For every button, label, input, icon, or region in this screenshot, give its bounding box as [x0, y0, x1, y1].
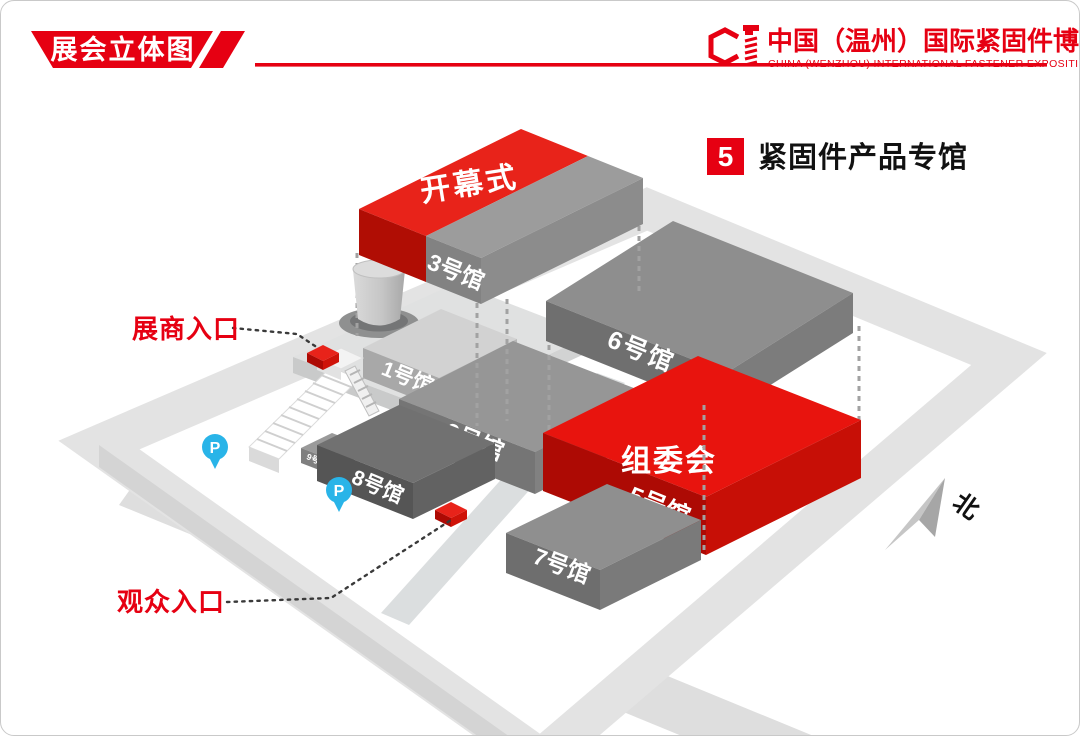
- header-divider: [255, 63, 1047, 67]
- parking-icon: P: [202, 434, 228, 469]
- organizing-committee-label: 组委会: [621, 444, 717, 478]
- side-ladder: [344, 365, 380, 417]
- hall-7-block: 7号馆: [506, 484, 701, 610]
- visitor-entrance-label: 观众入口: [117, 587, 225, 617]
- legend-number: 5: [718, 141, 734, 172]
- legend-number-box: [707, 138, 744, 175]
- legend: 5 紧固件产品专馆: [707, 138, 968, 175]
- map-title: 展会立体图: [51, 34, 196, 65]
- visitor-entrance-marker: [435, 502, 467, 527]
- visitor-entrance-leader: [225, 518, 453, 604]
- expo-title-en: CHINA (WENZHOU) INTERNATIONAL FASTENER E…: [768, 58, 1079, 70]
- platform-left-face: [99, 445, 508, 735]
- svg-text:P: P: [334, 483, 345, 500]
- title-banner-stripe: [199, 31, 245, 68]
- exhibitor-entrance-marker: [307, 345, 339, 370]
- expo-title-cn: 中国（温州）国际紧固件博览会: [767, 26, 1079, 56]
- hall-3-block: 开幕式 3号馆: [359, 129, 643, 304]
- exhibitor-entrance-leader: [231, 326, 320, 350]
- north-label: 北: [948, 488, 985, 525]
- north-arrow-icon: [885, 478, 945, 550]
- exhibitor-entrance-label: 展商入口: [132, 314, 240, 344]
- legend-label: 紧固件产品专馆: [758, 140, 968, 174]
- title-banner: [31, 31, 213, 68]
- opening-ceremony-roof: [359, 129, 588, 236]
- parking-icon: P: [326, 477, 352, 512]
- svg-text:P: P: [210, 440, 221, 457]
- header: 展会立体图 中国（温州）国际紧固件博览会 CHINA (WENZHOU) INT…: [31, 25, 1079, 70]
- drop-lines: [637, 226, 861, 456]
- fastener-logo-icon: [708, 25, 759, 67]
